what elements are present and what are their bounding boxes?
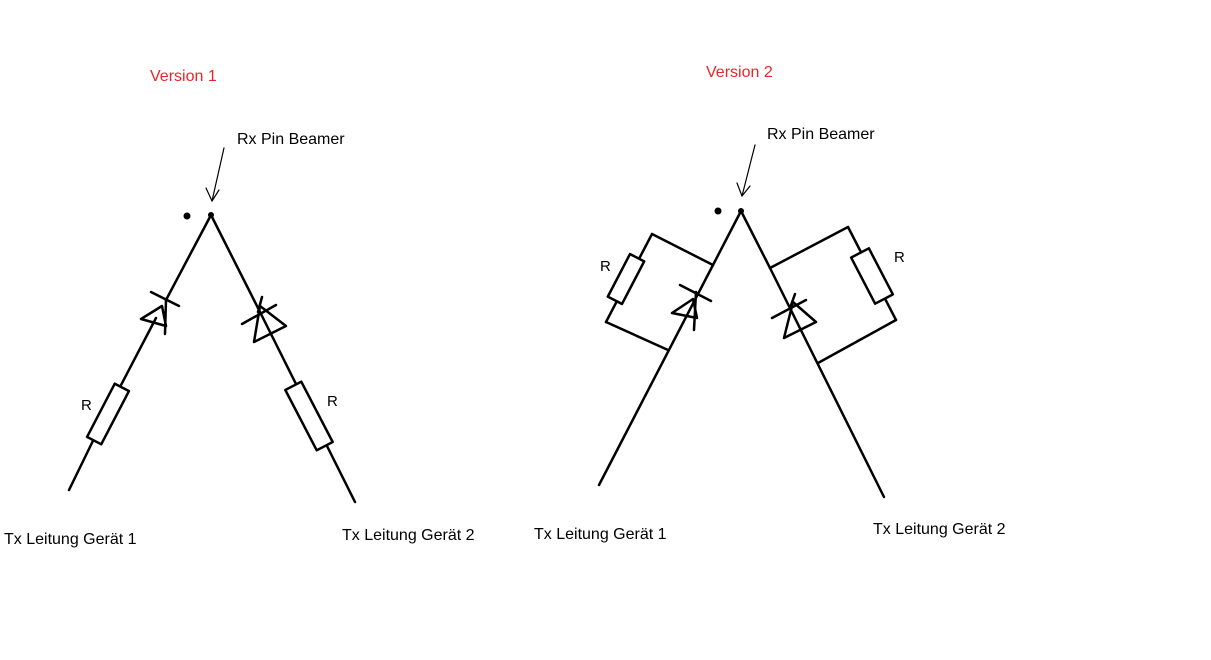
v1-rx-arrow xyxy=(205,147,225,202)
v1-rx-pin-dot xyxy=(208,212,214,218)
v2-resistor-left-label: R xyxy=(600,258,611,275)
v1-rx-pin-label: Rx Pin Beamer xyxy=(237,131,345,148)
v1-right-wire xyxy=(209,213,357,504)
v1-left-resistor xyxy=(85,382,131,446)
version-1-title: Version 1 xyxy=(150,68,217,85)
v1-extra-dot xyxy=(183,212,191,220)
v2-resistor-right-label: R xyxy=(894,249,905,266)
v2-extra-dot xyxy=(714,207,722,215)
v2-right-resistor xyxy=(849,247,895,305)
v1-tx2-label: Tx Leitung Gerät 2 xyxy=(342,527,475,544)
v1-tx1-label: Tx Leitung Gerät 1 xyxy=(4,531,137,548)
v2-left-resistor xyxy=(606,252,646,306)
v2-tx2-label: Tx Leitung Gerät 2 xyxy=(873,521,1006,538)
v2-rx-pin-dot xyxy=(738,208,744,214)
v1-left-wire xyxy=(67,213,213,492)
v2-tx1-label: Tx Leitung Gerät 1 xyxy=(534,526,667,543)
v2-right-diode xyxy=(770,292,818,340)
version-2-title: Version 2 xyxy=(706,64,773,81)
v2-left-diode xyxy=(670,283,713,332)
v2-circuit xyxy=(597,144,898,499)
v2-right-wire xyxy=(739,209,886,499)
v1-resistor-right-label: R xyxy=(327,393,338,410)
v2-left-wire xyxy=(597,209,743,487)
v2-rx-pin-label: Rx Pin Beamer xyxy=(767,126,875,143)
v1-circuit xyxy=(67,147,357,504)
v1-left-diode xyxy=(139,290,181,336)
v2-rx-arrow xyxy=(736,144,756,197)
v1-resistor-left-label: R xyxy=(81,397,92,414)
v1-right-resistor xyxy=(284,380,334,452)
v1-right-diode xyxy=(240,295,288,344)
